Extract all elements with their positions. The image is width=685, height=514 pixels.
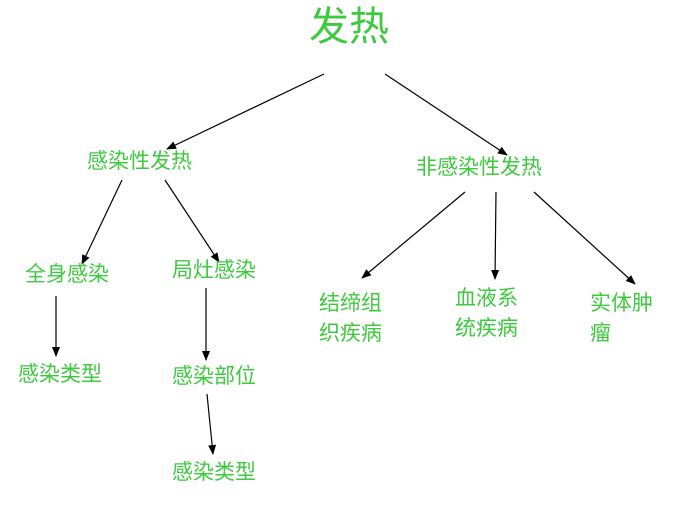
node-infection-type-local: 感染类型	[172, 460, 256, 484]
edge-noninfectious-blood	[491, 191, 500, 280]
edge-noninfectious-tumor	[533, 191, 636, 285]
node-systemic-infection: 全身感染	[25, 262, 109, 286]
node-connective-line1: 结缔组	[319, 291, 382, 315]
edge-root-noninfectious	[384, 73, 508, 156]
edge-infectious-systemic	[81, 179, 123, 265]
node-infectious-fever: 感染性发热	[87, 149, 192, 173]
node-infection-type-systemic: 感染类型	[18, 362, 102, 386]
node-fever: 发热	[309, 4, 389, 50]
node-blood-line2: 统疾病	[455, 316, 518, 341]
node-connective-tissue-disease: 结缔组 织疾病	[319, 288, 382, 349]
node-blood-line1: 血液系	[455, 286, 518, 310]
node-tumor-line2: 瘤	[590, 321, 611, 346]
edge-site-type	[206, 393, 217, 455]
edge-infectious-local	[164, 179, 220, 263]
node-noninfectious-fever: 非感染性发热	[416, 155, 542, 179]
node-local-infection: 局灶感染	[172, 258, 256, 282]
node-connective-line2: 织疾病	[319, 321, 382, 346]
node-solid-tumor: 实体肿 瘤	[590, 288, 653, 349]
edge-noninfectious-connective	[361, 191, 466, 279]
node-infection-site: 感染部位	[172, 364, 256, 388]
edge-root-infectious	[166, 73, 325, 150]
node-blood-system-disease: 血液系 统疾病	[455, 283, 518, 344]
node-tumor-line1: 实体肿	[590, 291, 653, 315]
